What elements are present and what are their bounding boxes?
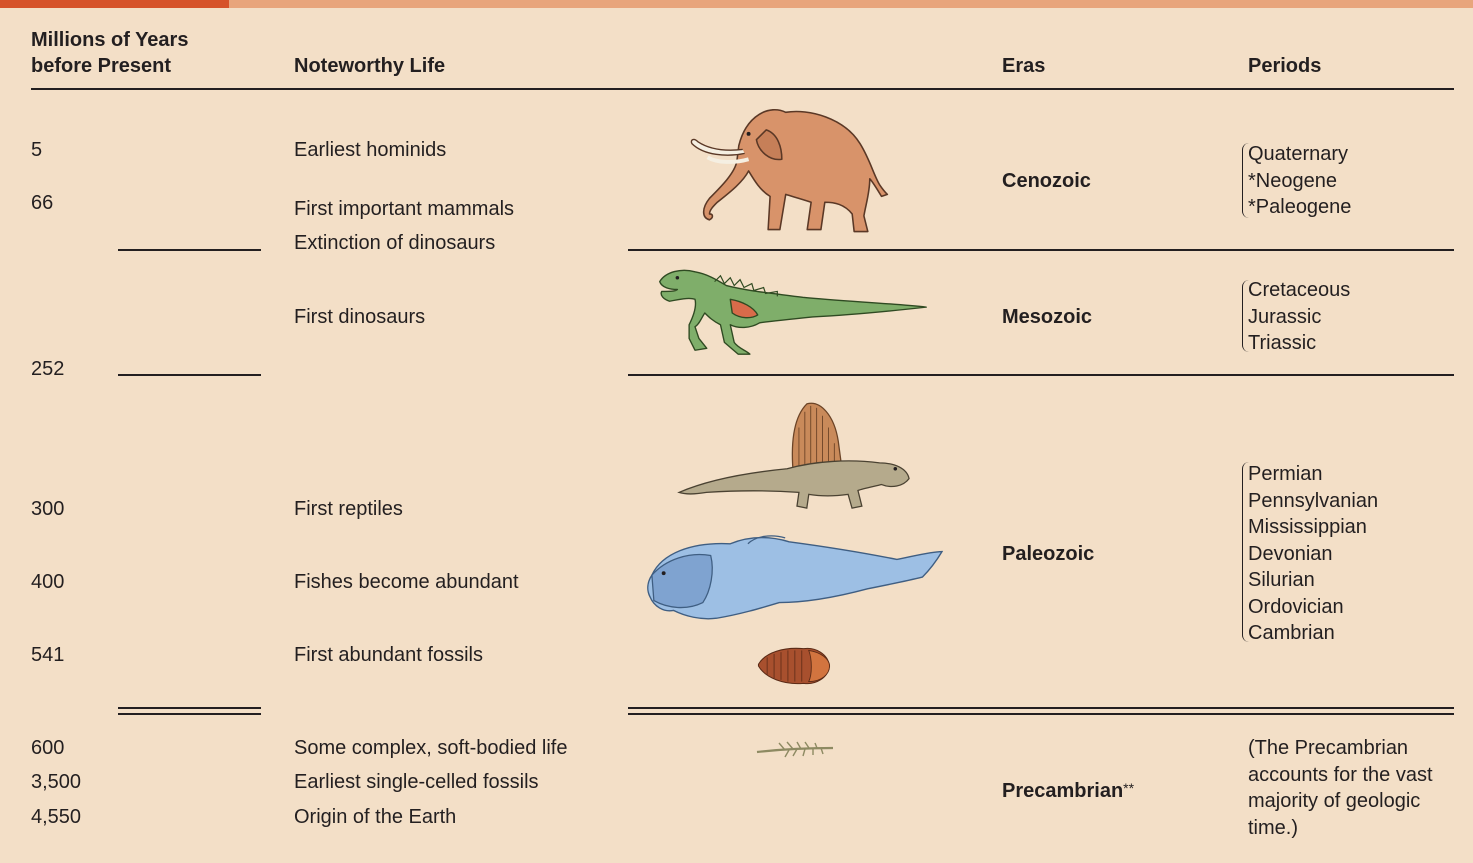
- life-single-celled: Earliest single-celled fossils: [294, 769, 539, 795]
- life-first-mammals: First important mammals: [294, 196, 514, 222]
- era-precambrian-label: Precambrian: [1002, 780, 1123, 802]
- header-years: Millions of Years before Present: [31, 27, 188, 79]
- era-paleozoic: Paleozoic: [1002, 541, 1094, 567]
- period-ordovician: Ordovician: [1248, 594, 1378, 621]
- period-cretaceous: Cretaceous: [1248, 277, 1350, 304]
- life-soft-bodied: Some complex, soft-bodied life: [294, 735, 567, 761]
- life-first-reptiles: First reptiles: [294, 496, 403, 522]
- dunkleosteus-icon: [640, 532, 948, 630]
- period-devonian: Devonian: [1248, 541, 1378, 568]
- era-precambrian-mark: **: [1123, 780, 1134, 796]
- top-bar: [229, 0, 1473, 8]
- year-600: 600: [31, 735, 64, 761]
- rule-cenozoic-mesozoic: [628, 249, 1454, 251]
- period-quaternary: Quaternary: [1248, 141, 1351, 168]
- header-life: Noteworthy Life: [294, 53, 445, 79]
- life-first-dinosaurs: First dinosaurs: [294, 304, 425, 330]
- rule-years-66: [118, 249, 261, 251]
- rule-years-252: [118, 374, 261, 376]
- era-mesozoic: Mesozoic: [1002, 304, 1092, 330]
- period-permian: Permian: [1248, 461, 1378, 488]
- periods-cenozoic: Quaternary *Neogene *Paleogene: [1248, 141, 1351, 221]
- period-paleogene: *Paleogene: [1248, 194, 1351, 221]
- period-triassic: Triassic: [1248, 330, 1350, 357]
- dimetrodon-icon: [675, 398, 915, 516]
- year-300: 300: [31, 496, 64, 522]
- header-years-line1: Millions of Years: [31, 27, 188, 53]
- year-4550: 4,550: [31, 804, 81, 830]
- dinosaur-icon: [654, 264, 932, 362]
- rule-paleozoic-precambrian-b: [628, 713, 1454, 715]
- life-first-abundant-fossils: First abundant fossils: [294, 642, 483, 668]
- year-400: 400: [31, 569, 64, 595]
- periods-mesozoic: Cretaceous Jurassic Triassic: [1248, 277, 1350, 357]
- period-jurassic: Jurassic: [1248, 304, 1350, 331]
- life-origin-earth: Origin of the Earth: [294, 804, 456, 830]
- year-66: 66: [31, 190, 53, 216]
- life-earliest-hominids: Earliest hominids: [294, 137, 446, 163]
- frond-fossil-icon: [755, 740, 835, 760]
- period-silurian: Silurian: [1248, 567, 1378, 594]
- rule-paleozoic-precambrian-a: [628, 707, 1454, 709]
- year-5: 5: [31, 137, 42, 163]
- rule-mesozoic-paleozoic: [628, 374, 1454, 376]
- period-mississippian: Mississippian: [1248, 514, 1378, 541]
- mammoth-icon: [688, 100, 903, 238]
- life-fishes-abundant: Fishes become abundant: [294, 569, 519, 595]
- header-eras: Eras: [1002, 53, 1045, 79]
- top-accent-bar: [0, 0, 229, 8]
- trilobite-icon: [750, 640, 838, 692]
- rule-years-541-b: [118, 713, 261, 715]
- period-cambrian: Cambrian: [1248, 620, 1378, 647]
- header-years-line2: before Present: [31, 53, 188, 79]
- era-cenozoic: Cenozoic: [1002, 168, 1091, 194]
- year-252: 252: [31, 356, 64, 382]
- periods-paleozoic: Permian Pennsylvanian Mississippian Devo…: [1248, 461, 1378, 647]
- life-extinction-dinosaurs: Extinction of dinosaurs: [294, 230, 495, 256]
- period-pennsylvanian: Pennsylvanian: [1248, 488, 1378, 515]
- header-periods: Periods: [1248, 53, 1321, 79]
- period-neogene: *Neogene: [1248, 168, 1351, 195]
- precambrian-note: (The Precambrian accounts for the vast m…: [1248, 735, 1458, 841]
- header-rule: [31, 88, 1454, 90]
- year-541: 541: [31, 642, 64, 668]
- rule-years-541-a: [118, 707, 261, 709]
- era-precambrian: Precambrian**: [1002, 775, 1134, 804]
- year-3500: 3,500: [31, 769, 81, 795]
